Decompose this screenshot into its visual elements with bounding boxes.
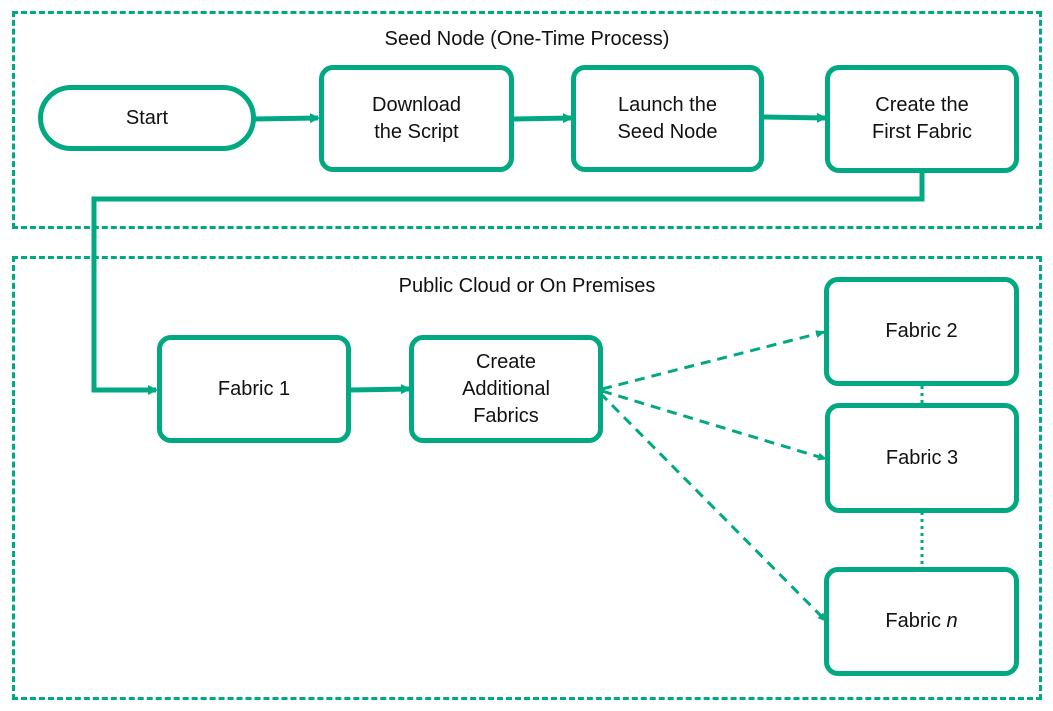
fabric-2-label: Fabric 2 <box>885 320 958 342</box>
start-node: Start <box>38 85 256 151</box>
create-first-fabric-node: Create the First Fabric <box>825 65 1019 173</box>
fabric-1-label: Fabric 1 <box>217 377 291 400</box>
create-additional-label-1: Create <box>475 350 537 373</box>
download-script-label-1: Download <box>372 93 461 116</box>
create-additional-label-2: Additional <box>462 377 550 400</box>
create-first-fabric-label-2: First Fabric <box>872 121 972 143</box>
download-script-label-2: the Script <box>374 120 459 143</box>
start-node-label: Start <box>125 106 169 129</box>
arrow-start-to-download <box>253 113 320 124</box>
arrow-fabric1-to-create-additional <box>349 384 411 395</box>
fabric-3-label: Fabric 3 <box>885 446 959 469</box>
fabric-2-node: Fabric 2 <box>824 277 1019 386</box>
fabric-n-node: Fabric n <box>824 567 1019 676</box>
create-additional-fabrics-node: Create Additional Fabrics <box>409 335 603 443</box>
seed-node-zone-title: Seed Node (One-Time Process) <box>384 28 670 50</box>
arrow-download-to-launch <box>513 113 573 124</box>
arrow-launch-to-create-first <box>763 112 827 123</box>
launch-seed-node-label-1: Launch the <box>618 93 717 116</box>
fabric-n-label: Fabric n <box>885 608 957 635</box>
dashed-arrow-to-fabric2 <box>601 330 825 391</box>
fabric-1-node: Fabric 1 <box>157 335 351 443</box>
download-script-node: Download the Script <box>319 65 514 172</box>
launch-seed-node-node: Launch the Seed Node <box>571 65 764 172</box>
launch-seed-node-label-2: Seed Node <box>617 120 718 143</box>
dashed-arrow-to-fabric3 <box>601 389 827 461</box>
fabric-3-node: Fabric 3 <box>825 403 1019 513</box>
create-additional-label-3: Fabrics <box>473 404 539 427</box>
fabric-n-label-variable: n <box>946 610 958 632</box>
dashed-arrow-to-fabricn <box>598 391 828 623</box>
arrow-create-first-to-fabric1 <box>91 172 925 395</box>
public-cloud-zone: Public Cloud or On Premises <box>12 256 1042 700</box>
fabric-n-label-prefix: Fabric <box>885 610 947 632</box>
create-first-fabric-label-1: Create the <box>875 94 969 116</box>
public-cloud-zone-title: Public Cloud or On Premises <box>398 275 656 297</box>
seed-node-zone: Seed Node (One-Time Process) <box>12 11 1042 229</box>
